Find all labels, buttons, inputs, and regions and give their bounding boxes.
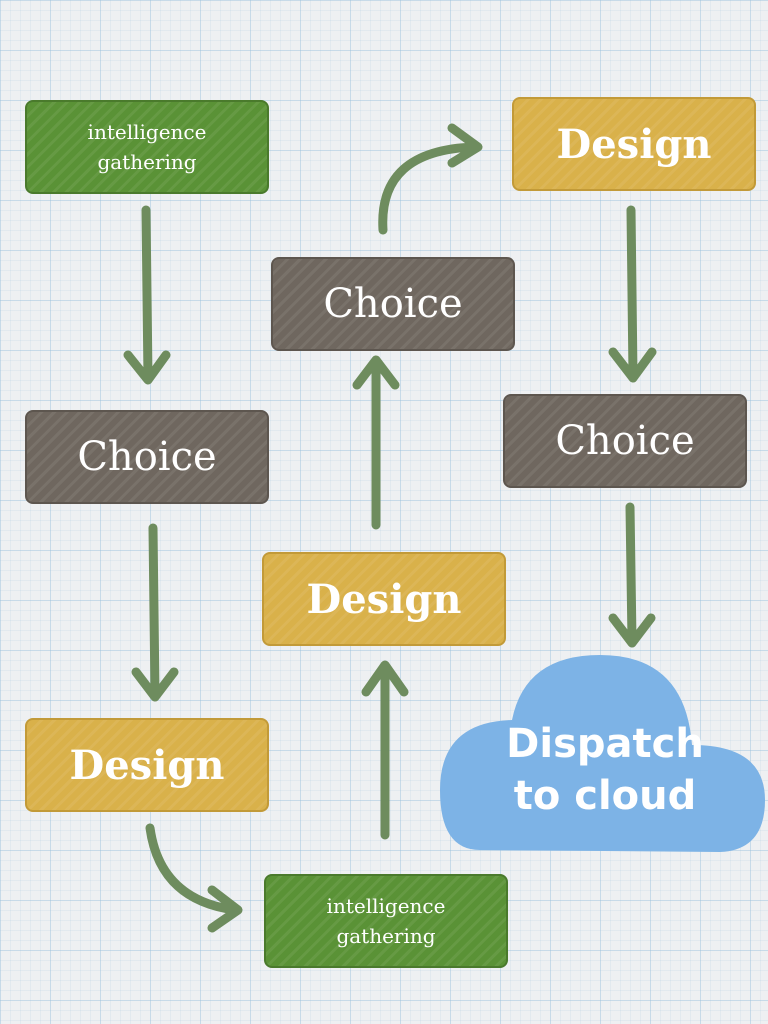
cloud-dispatch-label: Dispatch to cloud [470, 718, 740, 822]
node-label: intelligence gathering [326, 894, 446, 948]
cloud-label-line2: to cloud [513, 773, 697, 819]
node-label: Choice [77, 434, 217, 480]
node-intelligence-gathering-2: intelligence gathering [264, 874, 508, 968]
node-label: Choice [555, 418, 695, 464]
arrow-design2-to-choice2 [352, 355, 400, 530]
arrow-choice1-to-design1 [131, 523, 179, 702]
node-choice-3: Choice [503, 394, 747, 488]
arrow-design1-to-ig2 [145, 823, 243, 933]
node-design-2: Design [262, 552, 506, 646]
node-design-1: Design [25, 718, 269, 812]
node-label: intelligence gathering [87, 120, 207, 174]
arrow-choice2-to-design3 [378, 123, 483, 235]
arrow-choice3-to-cloud [608, 502, 656, 648]
node-design-3: Design [512, 97, 756, 191]
node-label: Choice [323, 281, 463, 327]
node-intelligence-gathering-1: intelligence gathering [25, 100, 269, 194]
arrow-ig2-to-design2 [361, 660, 409, 840]
cloud-shape [440, 655, 765, 852]
node-label: Design [556, 120, 712, 168]
node-choice-2: Choice [271, 257, 515, 351]
node-label: Design [69, 741, 225, 789]
arrow-design3-to-choice3 [608, 205, 657, 383]
node-label: Design [306, 575, 462, 623]
arrow-ig1-to-choice1 [123, 205, 171, 385]
cloud-label-line1: Dispatch [506, 721, 704, 767]
node-choice-1: Choice [25, 410, 269, 504]
